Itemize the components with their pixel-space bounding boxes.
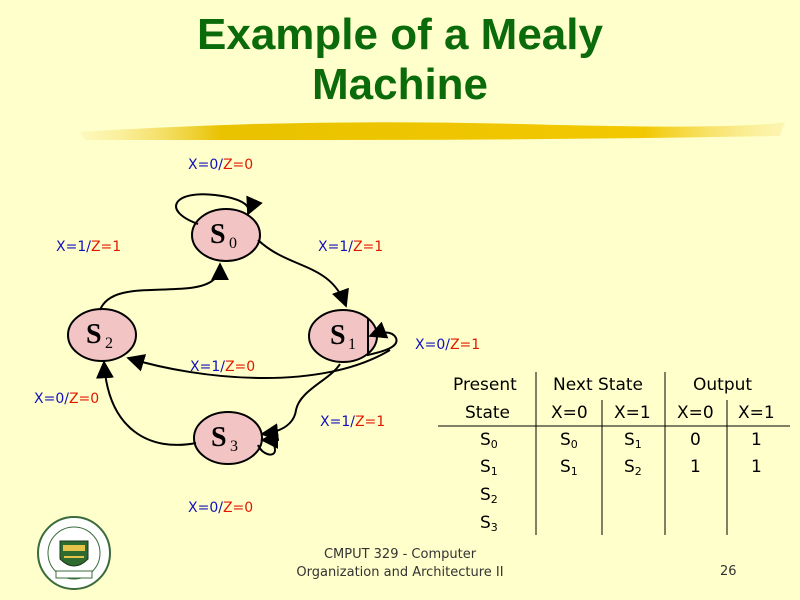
header-out-x0: X=0 — [677, 403, 714, 423]
header-out-x1: X=1 — [738, 403, 775, 423]
arrow-s1-self — [367, 318, 398, 357]
row1-present: S1 — [480, 457, 498, 478]
header-next-state: Next State — [553, 375, 643, 395]
row1-next1: S2 — [624, 457, 642, 478]
label-s1-to-s3: X=1/Z=1 — [320, 414, 385, 430]
state-table: Present State Next State Output X=0 X=1 … — [438, 372, 790, 535]
arrow-s2-to-s0 — [99, 262, 229, 311]
row0-out0: 0 — [690, 430, 701, 450]
label-s3-to-s2: X=0/Z=0 — [34, 391, 99, 407]
arrow-s0-to-s1 — [257, 239, 349, 308]
label-s1-self: X=0/Z=1 — [415, 337, 480, 353]
footer-course: CMPUT 329 - Computer Organization and Ar… — [260, 546, 540, 582]
arrow-s0-self — [175, 193, 263, 225]
slide-title-line-2: Machine — [311, 60, 489, 109]
row3-present: S3 — [480, 513, 498, 534]
arrow-s1-to-s2 — [126, 349, 391, 380]
label-s0-self: X=0/Z=0 — [188, 157, 253, 173]
brush-stroke — [80, 122, 785, 140]
state-s2-name: S — [86, 319, 102, 350]
label-s2-to-s0: X=1/Z=1 — [56, 239, 121, 255]
state-s0-name: S — [210, 219, 226, 250]
row0-next1: S1 — [624, 430, 642, 451]
state-s1: S 1 — [308, 309, 378, 363]
label-s3-self: X=0/Z=0 — [188, 500, 253, 516]
header-present: Present — [453, 375, 517, 395]
university-seal-logo — [37, 516, 111, 590]
slide-title: Example of a Mealy Machine — [100, 10, 700, 110]
state-s3: S 3 — [193, 411, 263, 465]
header-state: State — [465, 403, 510, 423]
arrow-s1-to-s3 — [260, 363, 341, 442]
state-s0: S 0 — [191, 208, 261, 262]
state-s1-sub: 1 — [348, 336, 356, 353]
label-s1-to-s2: X=1/Z=0 — [190, 359, 255, 375]
row2-present: S2 — [480, 485, 498, 506]
label-s0-to-s1: X=1/Z=1 — [318, 239, 383, 255]
row0-next0: S0 — [560, 430, 578, 451]
row1-next0: S1 — [560, 457, 578, 478]
footer-line-2: Organization and Architecture II — [296, 565, 504, 580]
row1-out1: 1 — [751, 457, 762, 477]
state-s2: S 2 — [67, 308, 137, 362]
slide-title-line-1: Example of a Mealy — [197, 10, 603, 59]
row0-out1: 1 — [751, 430, 762, 450]
state-s3-sub: 3 — [230, 438, 238, 455]
state-s0-sub: 0 — [229, 235, 237, 252]
header-output: Output — [693, 375, 752, 395]
page-number: 26 — [720, 564, 737, 579]
header-next-x0: X=0 — [551, 403, 588, 423]
header-next-x1: X=1 — [614, 403, 651, 423]
state-s2-sub: 2 — [105, 335, 113, 352]
row1-out0: 1 — [690, 457, 701, 477]
arrow-s3-self — [257, 431, 279, 456]
footer-line-1: CMPUT 329 - Computer — [323, 547, 477, 562]
row0-present: S0 — [480, 430, 498, 451]
state-s1-name: S — [330, 320, 346, 351]
state-s3-name: S — [211, 422, 227, 453]
arrow-s3-to-s2 — [95, 360, 197, 446]
